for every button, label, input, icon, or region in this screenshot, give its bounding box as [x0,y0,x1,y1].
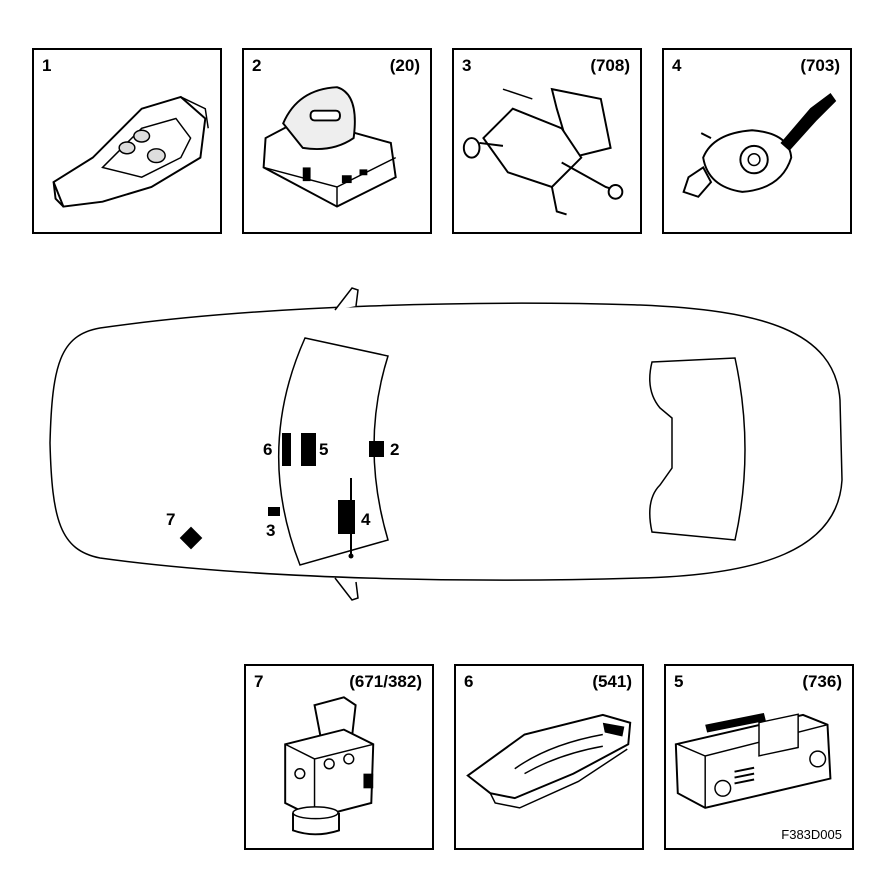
figure-id: F383D005 [781,827,842,842]
panel-1-key-fob: 1 [32,48,222,234]
panel-number: 3 [462,56,472,75]
car-label-4: 4 [361,510,371,529]
part-code: (541) [592,672,632,691]
key-fob-icon [52,95,209,208]
part-code: (736) [802,672,842,691]
car-label-2: 2 [390,440,400,459]
panel-5-audio-unit: 5 (736) F383D005 [664,664,854,850]
panel-7-abs-module: 7 (671/382) [244,664,434,850]
panel-number: 4 [672,56,682,75]
marker-2 [369,441,384,457]
steering-lock-icon [462,87,624,216]
right-mirror [334,577,359,601]
car-label-3: 3 [266,521,276,540]
car-label-7: 7 [166,510,176,529]
panel-number: 2 [252,56,262,75]
panel-number: 1 [42,56,52,75]
panel-6-instrument-cluster: 6 (541) [454,664,644,850]
rear-window [649,357,746,541]
part-code: (20) [389,56,420,75]
part-code: (703) [800,56,840,75]
part-code: (708) [590,56,630,75]
column-switch-icon [682,92,837,198]
panel-2-ignition-switch: 2 (20) [242,48,432,234]
panel-number: 6 [464,672,474,691]
panel-number: 7 [254,672,264,691]
marker-4 [338,500,355,534]
abs-module-icon [284,696,375,836]
car-label-5: 5 [319,440,329,459]
car-body-outline [49,302,843,581]
marker-5 [301,433,316,466]
ignition-switch-icon [262,86,397,208]
panel-3-steering-lock: 3 (708) [452,48,642,234]
car-label-6: 6 [263,440,273,459]
panel-4-column-switch: 4 (703) [662,48,852,234]
audio-unit-icon [674,712,832,809]
instrument-cluster-icon [466,713,632,809]
left-mirror [334,287,359,311]
panel-number: 5 [674,672,684,691]
windshield [278,337,389,566]
marker-3 [268,507,280,516]
part-code: (671/382) [349,672,422,691]
marker-6 [282,433,291,466]
